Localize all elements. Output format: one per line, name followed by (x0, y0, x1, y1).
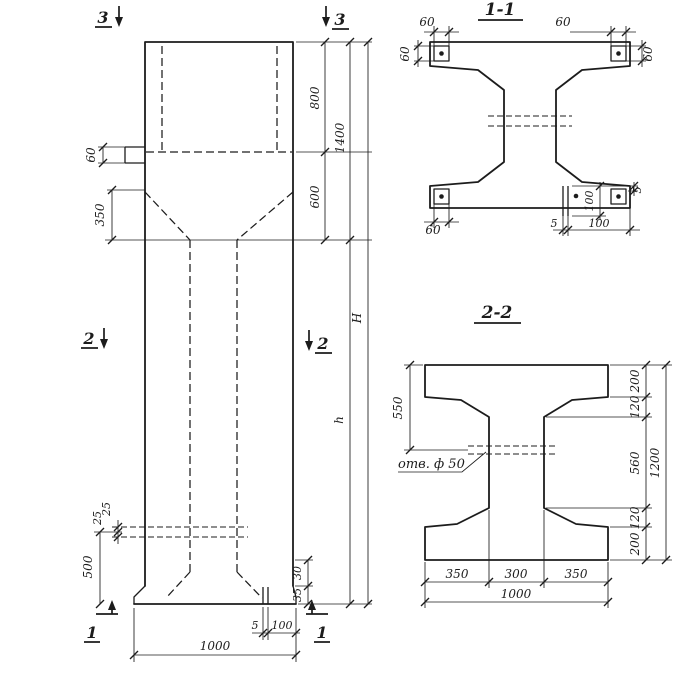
section-2-2-outline (424, 364, 609, 561)
dim-120-bottom: 120 (628, 506, 642, 529)
section-arrow-1-right (308, 600, 316, 610)
section-arrow-1-left (108, 600, 116, 610)
dim-top-800: 800 (308, 86, 322, 109)
hanging-plate (562, 186, 569, 216)
dim-120-top: 120 (628, 395, 642, 418)
dim-60-top-right: 60 (555, 15, 571, 29)
dim-200-top: 200 (628, 369, 642, 393)
dim-1200: 1200 (648, 447, 662, 478)
section-marker-1-left: 1 (86, 623, 97, 642)
section-1-1-dimension-lines (414, 26, 646, 236)
column-outline (124, 41, 297, 605)
dim-foot-35: 35 (291, 588, 304, 602)
dim-H: H (350, 312, 364, 324)
section-arrow-2-right (305, 341, 313, 351)
weld-dot (573, 193, 579, 199)
section-1-1-hidden-line (488, 115, 572, 127)
hole-note: отв. ф 50 (398, 457, 465, 472)
anchor-plates (433, 45, 627, 216)
dim-60-bottom-left: 60 (425, 223, 441, 237)
section-2-2-title: 2-2 (481, 303, 513, 323)
section-arrow-3-right (322, 17, 330, 27)
dim-350-right: 350 (565, 567, 588, 581)
dim-step-60: 60 (84, 147, 98, 163)
dim-60-top-left: 60 (419, 15, 435, 29)
section-marker-1-right: 1 (316, 623, 327, 642)
dim-hole-25a: 25 (91, 511, 104, 526)
section-marker-3-right: 3 (334, 10, 345, 29)
dim-350-left: 350 (446, 567, 469, 581)
left-ledge (124, 146, 145, 164)
section-2-2-dimension-lines (404, 364, 672, 608)
dim-200-bottom: 200 (628, 532, 642, 556)
weld-dot (616, 194, 621, 199)
dim-h: h (332, 416, 346, 424)
dim-5-bottom: 5 (551, 217, 558, 230)
elevation-dimension-lines (94, 41, 372, 662)
weld-dot (616, 51, 621, 56)
dim-foot-30: 30 (291, 566, 304, 580)
column-hidden-lines (112, 46, 294, 599)
elevation-view: 3 3 2 2 1 1 60 350 800 600 1400 h H 25 2… (81, 6, 372, 662)
dim-plate-100: 100 (272, 619, 293, 632)
section-2-2-hole-line (468, 445, 556, 455)
dim-width-1000: 1000 (200, 639, 231, 653)
section-arrow-3-left (115, 17, 123, 27)
section-1-1-view: 1-1 60 60 60 60 60 5 100 100 5 (398, 0, 655, 237)
section-marker-2-left: 2 (82, 329, 94, 348)
dim-1000-bottom: 1000 (501, 587, 532, 601)
dim-neck-600: 600 (308, 185, 322, 208)
dim-hole-25b: 25 (100, 502, 113, 517)
dim-60-left: 60 (398, 46, 412, 62)
web-hole-hidden-line (112, 526, 248, 538)
dim-550: 550 (391, 396, 405, 419)
weld-dot (439, 194, 444, 199)
section-1-1-title: 1-1 (485, 0, 516, 20)
section-cut-markers (81, 6, 349, 643)
dim-300-mid: 300 (505, 567, 528, 581)
dimension-ticks (95, 27, 671, 660)
weld-dot (439, 51, 444, 56)
dim-560: 560 (628, 451, 642, 474)
section-arrow-2-left (100, 339, 108, 349)
dim-plate-5: 5 (252, 619, 259, 632)
hole-note-leader (398, 451, 487, 473)
section-marker-3-left: 3 (97, 8, 108, 27)
section-2-2-view: 2-2 отв. ф 50 550 200 120 560 120 200 12… (391, 303, 672, 608)
dim-5-side: 5 (631, 187, 644, 194)
dim-100-side: 100 (583, 191, 596, 212)
section-marker-2-right: 2 (316, 334, 328, 353)
dim-taper-350: 350 (93, 203, 107, 226)
dim-1400: 1400 (333, 122, 347, 153)
dim-100-bottom: 100 (589, 217, 610, 230)
dim-hole-500: 500 (81, 555, 95, 578)
